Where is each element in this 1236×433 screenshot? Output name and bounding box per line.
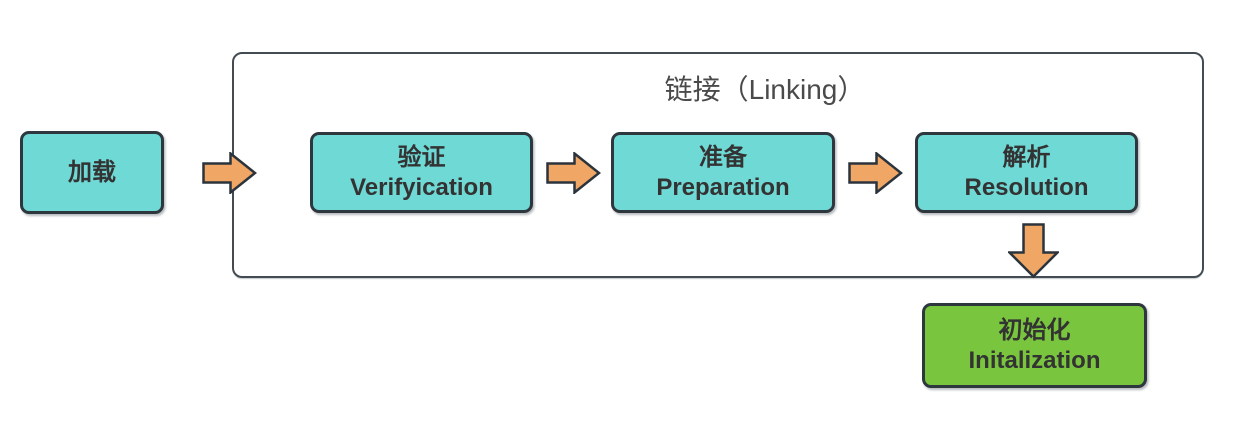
node-resolution-label-zh: 解析 — [1002, 144, 1051, 172]
arrow-preparation-to-resolution-icon — [848, 152, 903, 194]
node-preparation-label-zh: 准备 — [699, 144, 747, 172]
node-verification-label-en: Verifyication — [350, 173, 493, 201]
node-load: 加载 — [20, 131, 164, 214]
node-initialization-label-en: Initalization — [968, 346, 1101, 374]
node-preparation: 准备 Preparation — [611, 132, 835, 213]
node-verification: 验证 Verifyication — [310, 132, 533, 213]
arrow-resolution-to-initialization-icon — [1008, 223, 1059, 279]
node-preparation-label-en: Preparation — [656, 173, 790, 201]
linking-group-title: 链接（Linking） — [664, 74, 866, 105]
node-initialization-label-zh: 初始化 — [998, 317, 1071, 345]
arrow-load-to-linking-icon — [202, 152, 257, 194]
node-load-label-zh: 加载 — [68, 158, 116, 186]
node-resolution: 解析 Resolution — [915, 132, 1138, 213]
node-resolution-label-en: Resolution — [964, 173, 1089, 201]
node-verification-label-zh: 验证 — [397, 144, 446, 172]
arrow-verification-to-preparation-icon — [546, 152, 601, 194]
node-initialization: 初始化 Initalization — [922, 303, 1147, 388]
